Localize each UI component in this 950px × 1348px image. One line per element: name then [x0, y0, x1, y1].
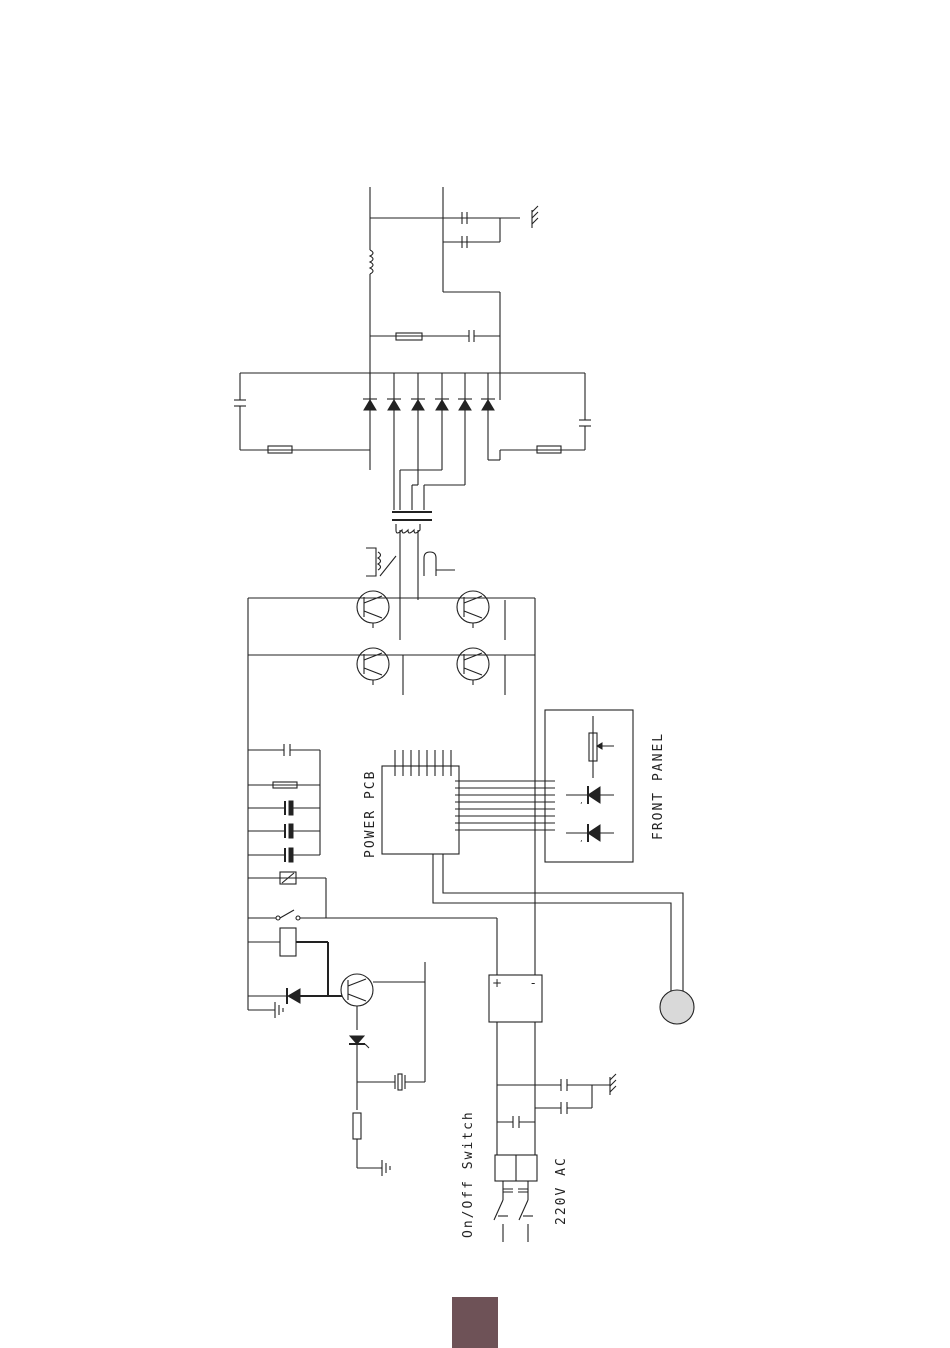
power-pcb-label: POWER PCB: [363, 770, 378, 858]
inductor-icon: [370, 250, 373, 274]
relay-coil-icon: [248, 928, 328, 996]
current-transformer-icon: [366, 548, 455, 576]
front-panel: ʼ ʼ FRONT PANEL: [545, 710, 666, 862]
ground-icon: [248, 1002, 283, 1018]
rectifier-diodes: [234, 373, 591, 510]
transistor-icon: [457, 648, 489, 685]
transistor-icon: [341, 974, 425, 1030]
on-off-switch: [494, 1155, 537, 1242]
zener-diode-icon: [349, 1036, 369, 1110]
capacitor-icon: [284, 824, 293, 838]
capacitor-icon: [469, 330, 474, 342]
transistor-icon: [357, 591, 389, 628]
resistor-icon: [353, 1113, 361, 1139]
diode-icon: [435, 373, 449, 470]
crystal-icon: [395, 1074, 405, 1090]
capacitor-icon: [561, 1102, 567, 1114]
diode-icon: [458, 373, 472, 485]
diode-icon: [387, 373, 401, 510]
capacitor-icon: [462, 212, 467, 248]
svg-text:ʼ: ʼ: [580, 801, 583, 810]
bridge-rectifier: + -: [489, 975, 542, 1022]
capacitor-icon: [234, 400, 246, 406]
bridge-plus-label: +: [492, 976, 502, 990]
svg-text:ʼ: ʼ: [580, 839, 583, 848]
capacitor-icon: [513, 1116, 519, 1128]
sensor-icon: [660, 990, 694, 1024]
diode-icon: [411, 373, 425, 485]
diode-icon: [481, 373, 495, 460]
capacitor-icon: [284, 801, 293, 815]
bridge-minus-label: -: [531, 976, 535, 990]
input-filter: [497, 1022, 616, 1155]
output-filter: [370, 187, 538, 400]
front-panel-label: FRONT PANEL: [651, 732, 666, 840]
mains-voltage-label: 220V AC: [554, 1156, 569, 1225]
sensor-cable: [433, 854, 694, 1024]
transistor-icon: [457, 591, 489, 628]
pcb-front-panel-bus: [455, 781, 555, 830]
ground-icon: [610, 1074, 616, 1095]
transformer-icon: [392, 512, 432, 600]
capacitor-icon: [561, 1079, 567, 1091]
power-pcb: POWER PCB: [363, 750, 555, 858]
on-off-switch-label: On/Off Switch: [461, 1110, 476, 1238]
led-icon: ʼ: [566, 824, 614, 848]
ground-icon: [532, 206, 538, 228]
ground-icon: [357, 1160, 390, 1176]
switch-icon: [248, 910, 497, 920]
diode-icon: [363, 373, 377, 460]
page-marker: [452, 1297, 498, 1348]
transistor-icon: [357, 648, 389, 685]
capacitor-icon: [284, 744, 290, 756]
capacitor-icon: [284, 848, 293, 862]
led-icon: ʼ: [566, 786, 614, 810]
capacitor-bank: [248, 744, 320, 862]
pcb-pins-top: [395, 750, 451, 776]
potentiometer-icon: [589, 716, 614, 778]
capacitor-icon: [579, 420, 591, 426]
relay-circuit: [248, 872, 497, 1176]
